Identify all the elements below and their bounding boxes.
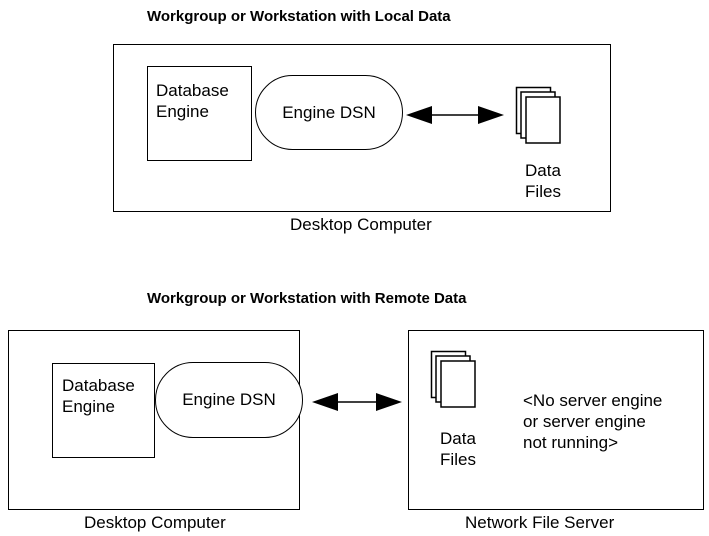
local-desktop-computer-label: Desktop Computer [290,215,432,234]
remote-desktop-computer-box [8,330,300,510]
local-data-files-label: Data Files [525,161,561,201]
network-file-server-box [408,330,704,510]
remote-data-files-icon [430,350,476,408]
local-data-files-icon [515,86,561,144]
remote-data-files-label: Data Files [440,429,476,469]
remote-desktop-computer-label: Desktop Computer [84,513,226,532]
network-file-server-label: Network File Server [465,513,615,532]
local-engine-dsn-oval: Engine DSN [255,75,403,150]
local-desktop-computer-box [113,44,611,212]
remote-engine-dsn-oval: Engine DSN [155,362,303,438]
remote-title: Workgroup or Workstation with Remote Dat… [147,290,467,307]
local-title: Workgroup or Workstation with Local Data [147,8,451,25]
remote-engine-dsn-label: Engine DSN [182,390,276,409]
local-database-engine-label: Database Engine [156,81,229,121]
server-engine-note: <No server engine or server engine not r… [523,391,663,452]
remote-database-engine-label: Database Engine [62,376,135,416]
local-engine-dsn-label: Engine DSN [282,102,376,122]
local-database-engine-box [147,66,252,161]
remote-database-engine-box [52,363,155,458]
